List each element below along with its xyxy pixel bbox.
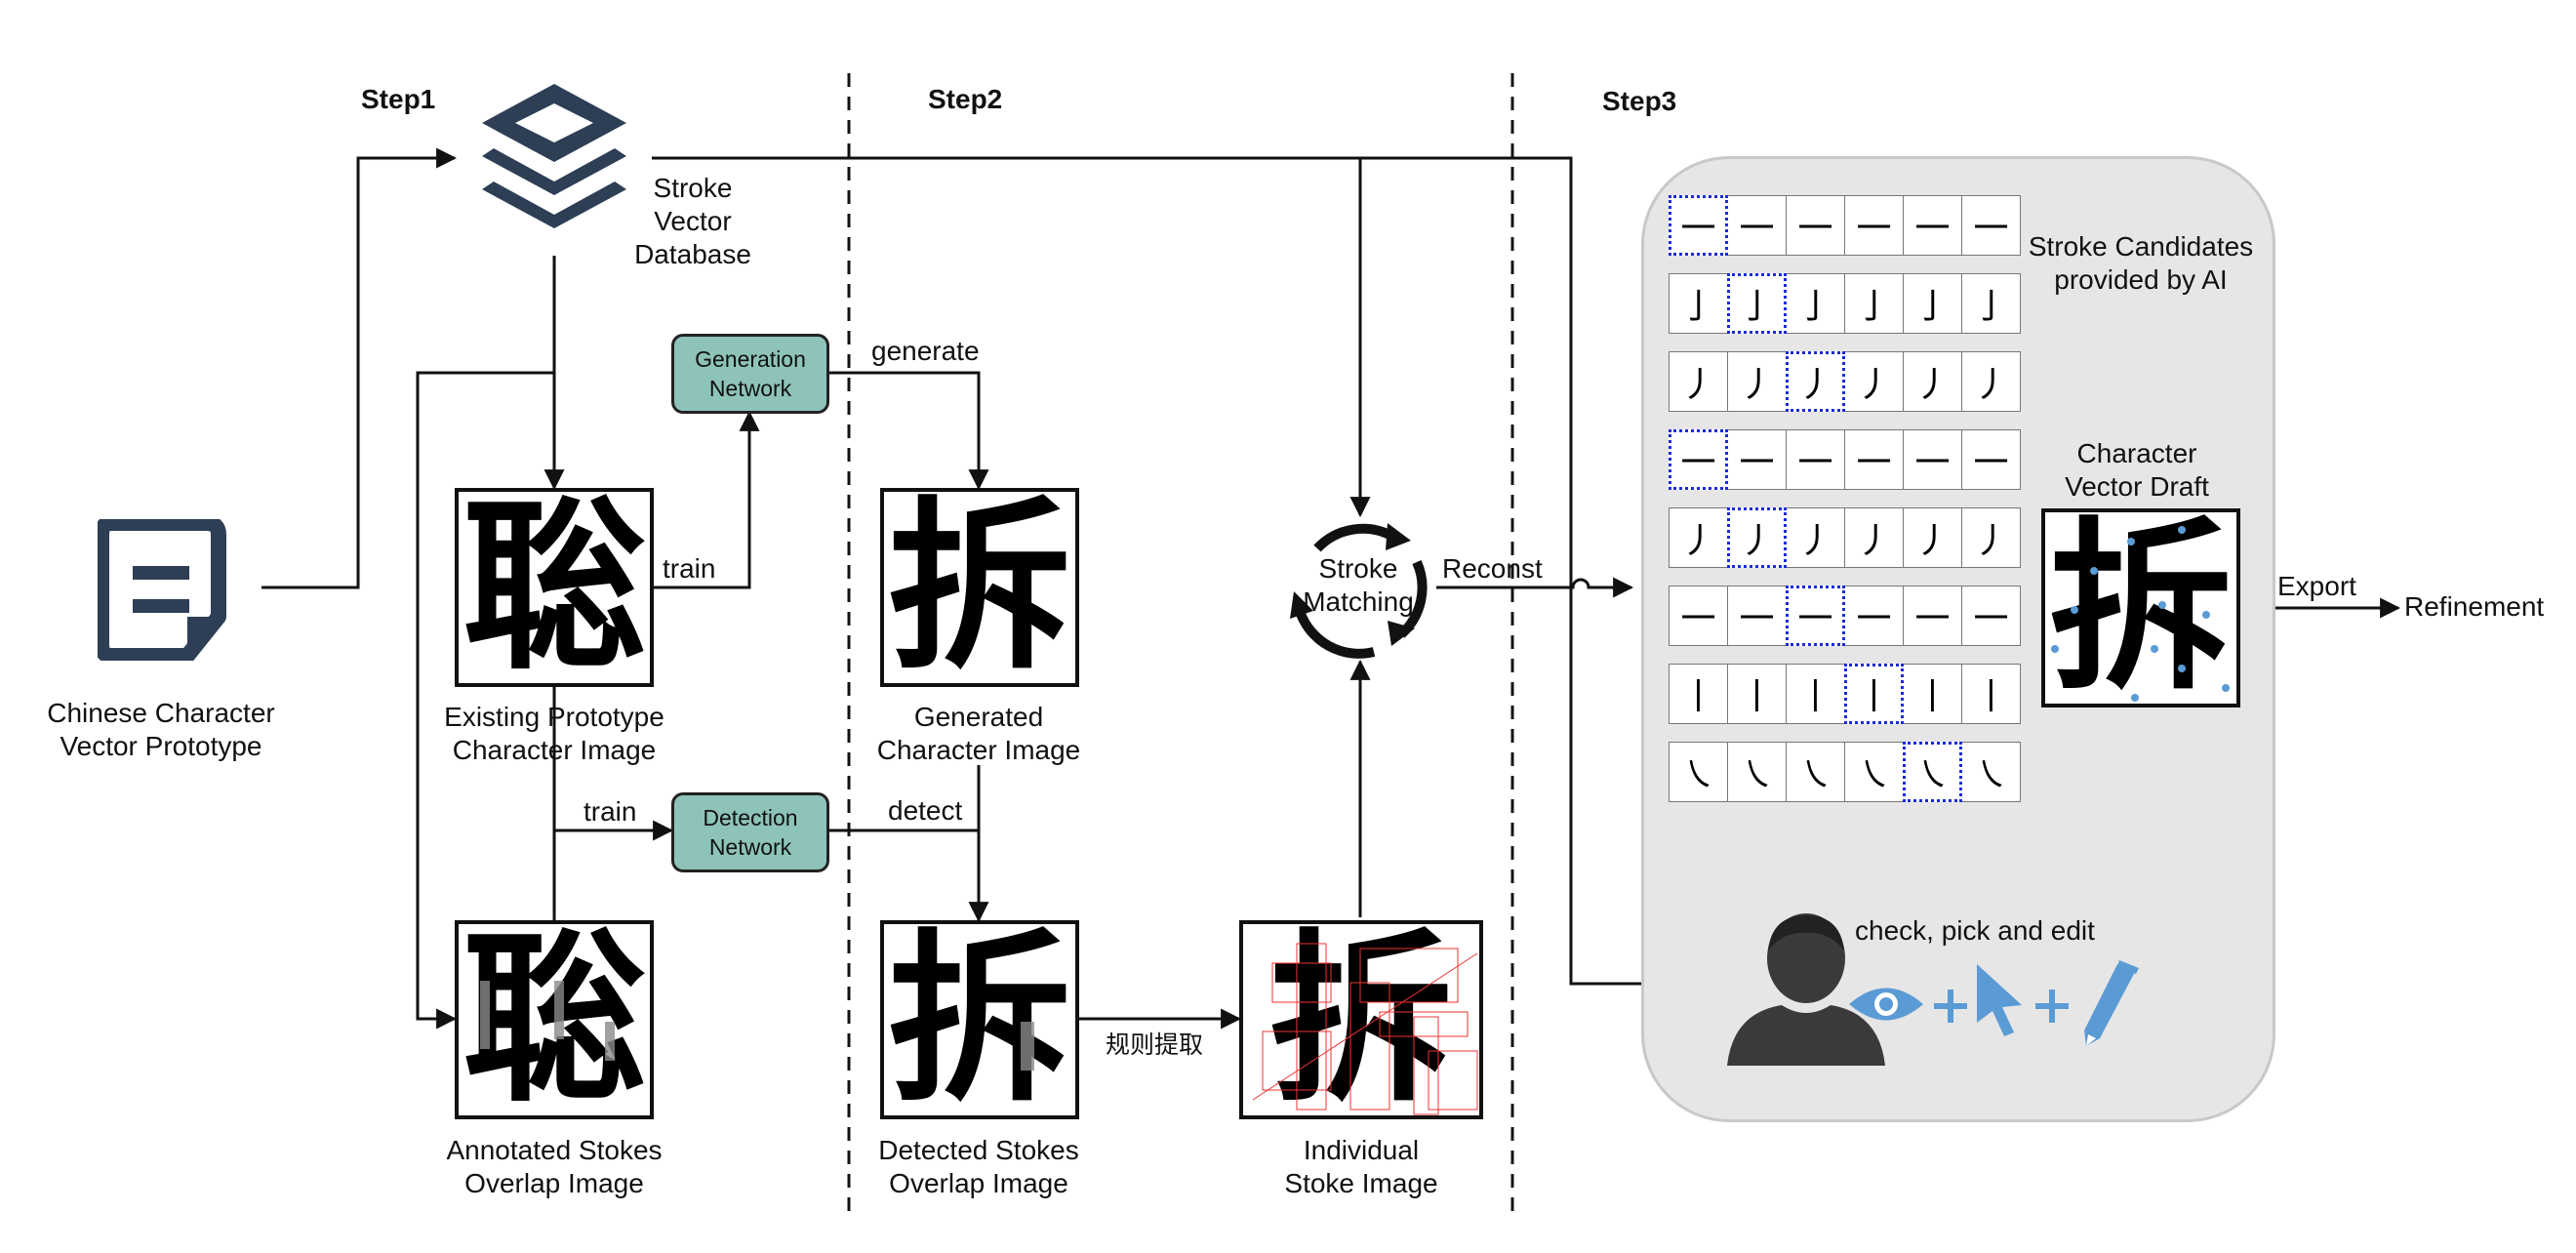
candidate-cell[interactable]: ㇏	[1903, 742, 1962, 802]
candidate-cell[interactable]: 一	[1669, 195, 1728, 256]
candidate-cell[interactable]: 丿	[1669, 351, 1728, 412]
stroke-candidate-grid: 一一一一一一亅亅亅亅亅亅丿丿丿丿丿丿一一一一一一丿丿丿丿丿丿一一一一一一丨丨丨丨…	[1669, 195, 2030, 810]
plus-icon	[2035, 990, 2069, 1023]
detection-overlay	[1021, 1022, 1034, 1071]
candidate-cell[interactable]: 丿	[1669, 507, 1728, 568]
candidate-cell[interactable]: 一	[1786, 586, 1845, 646]
candidate-cell[interactable]: 一	[1844, 429, 1904, 490]
edge-label-reconst: Reconst	[1442, 553, 1543, 584]
database-label: Stroke Vector Database	[634, 173, 751, 269]
candidate-cell[interactable]: 丨	[1669, 664, 1728, 724]
candidate-cell[interactable]: 一	[1903, 429, 1962, 490]
candidate-cell[interactable]: 丿	[1727, 507, 1787, 568]
step1-title: Step1	[361, 84, 436, 114]
candidate-cell[interactable]: ㇏	[1961, 742, 2021, 802]
annotated-strokes-image: 聡	[455, 920, 654, 1119]
step2-title: Step2	[928, 84, 1003, 114]
candidate-cell[interactable]: 亅	[1844, 273, 1904, 334]
vector-draft-image: 拆	[2041, 508, 2240, 707]
candidate-cell[interactable]: ㇏	[1669, 742, 1728, 802]
candidate-cell[interactable]: 亅	[1786, 273, 1845, 334]
edge-database-to-annotated	[416, 371, 554, 1030]
generated-character-image: 拆	[880, 488, 1079, 687]
edge-prototype-to-database	[262, 147, 458, 589]
candidate-cell[interactable]: 丿	[1903, 507, 1962, 568]
candidate-cell[interactable]: 丿	[1844, 507, 1904, 568]
user-action-label: check, pick and edit	[1855, 915, 2095, 946]
candidate-cell[interactable]: 丿	[1903, 351, 1962, 412]
candidate-cell[interactable]: 一	[1844, 195, 1904, 256]
edge-generate	[829, 371, 989, 491]
edge-train-generation	[654, 410, 760, 589]
user-icon	[1727, 913, 1885, 1066]
candidate-cell[interactable]: 丿	[1727, 351, 1787, 412]
generated-character-label: Generated Character Image	[876, 702, 1081, 765]
candidate-cell[interactable]: ㇏	[1844, 742, 1904, 802]
annotated-strokes-label: Annotated Stokes Overlap Image	[446, 1135, 663, 1198]
edge-database-to-panel	[652, 156, 1709, 994]
step3-title: Step3	[1602, 86, 1677, 116]
candidate-cell[interactable]: 丿	[1786, 351, 1845, 412]
candidate-cell[interactable]: 亅	[1961, 273, 2021, 334]
candidate-cell[interactable]: 一	[1961, 195, 2021, 256]
candidate-cell[interactable]: ㇏	[1727, 742, 1787, 802]
candidate-cell[interactable]: 一	[1903, 586, 1962, 646]
candidate-cell[interactable]: 一	[1669, 429, 1728, 490]
candidate-cell[interactable]: 一	[1727, 429, 1787, 490]
layers-stack-icon	[482, 84, 626, 228]
stroke-candidates-label: Stroke Candidates provided by AI	[2028, 231, 2254, 295]
candidate-cell[interactable]: 丨	[1903, 664, 1962, 724]
candidate-cell[interactable]: 丿	[1961, 507, 2021, 568]
candidate-cell[interactable]: 一	[1727, 586, 1787, 646]
candidate-cell[interactable]: 亅	[1669, 273, 1728, 334]
candidate-cell[interactable]: 一	[1786, 195, 1845, 256]
candidate-cell[interactable]: 一	[1903, 195, 1962, 256]
individual-stroke-label: Individual Stoke Image	[1284, 1135, 1438, 1198]
candidate-cell[interactable]: 一	[1786, 429, 1845, 490]
edge-label-rule-extract: 规则提取	[1106, 1031, 1204, 1059]
candidate-cell[interactable]: 一	[1844, 586, 1904, 646]
existing-prototype-image: 聡	[455, 488, 654, 687]
detected-strokes-image: 拆	[880, 920, 1079, 1119]
candidate-cell[interactable]: 一	[1961, 586, 2021, 646]
candidate-cell[interactable]: 丨	[1961, 664, 2021, 724]
eye-icon	[1849, 988, 1923, 1021]
candidate-cell[interactable]: 丿	[1961, 351, 2021, 412]
edge-label-generate: generate	[871, 336, 980, 366]
individual-stroke-image: 拆	[1239, 920, 1483, 1119]
document-icon	[98, 519, 226, 661]
candidate-cell[interactable]: 亅	[1727, 273, 1787, 334]
stroke-matching-label: Stroke Matching	[1303, 553, 1414, 617]
candidate-cell[interactable]: ㇏	[1786, 742, 1845, 802]
candidate-cell[interactable]: 一	[1727, 195, 1787, 256]
edge-label-detect: detect	[888, 795, 963, 826]
candidate-cell[interactable]: 一	[1669, 586, 1728, 646]
cursor-icon	[1977, 964, 2022, 1036]
edge-label-export: Export	[2277, 571, 2356, 601]
annotation-overlay	[480, 981, 615, 1061]
candidate-cell[interactable]: 丿	[1786, 507, 1845, 568]
edge-reconst	[1436, 577, 1634, 598]
cycle-arrows-icon	[1290, 523, 1428, 659]
candidate-cell[interactable]: 一	[1961, 429, 2021, 490]
candidate-cell[interactable]: 丨	[1727, 664, 1787, 724]
vector-draft-label: Character Vector Draft	[2065, 438, 2209, 502]
edge-label-train-2: train	[584, 796, 637, 827]
candidate-cell[interactable]: 丨	[1844, 664, 1904, 724]
vector-control-points	[2051, 526, 2230, 702]
candidate-cell[interactable]: 亅	[1903, 273, 1962, 334]
individual-stroke-boxes	[1252, 943, 1478, 1115]
detected-strokes-label: Detected Stokes Overlap Image	[878, 1135, 1079, 1198]
edge-label-train-1: train	[663, 553, 716, 584]
existing-prototype-label: Existing Prototype Character Image	[444, 702, 664, 765]
prototype-label: Chinese Character Vector Prototype	[47, 698, 275, 761]
candidate-cell[interactable]: 丨	[1786, 664, 1845, 724]
candidate-cell[interactable]: 丿	[1844, 351, 1904, 412]
pencil-icon	[2084, 960, 2139, 1046]
plus-icon	[1934, 990, 1967, 1023]
refinement-label: Refinement	[2404, 591, 2545, 622]
